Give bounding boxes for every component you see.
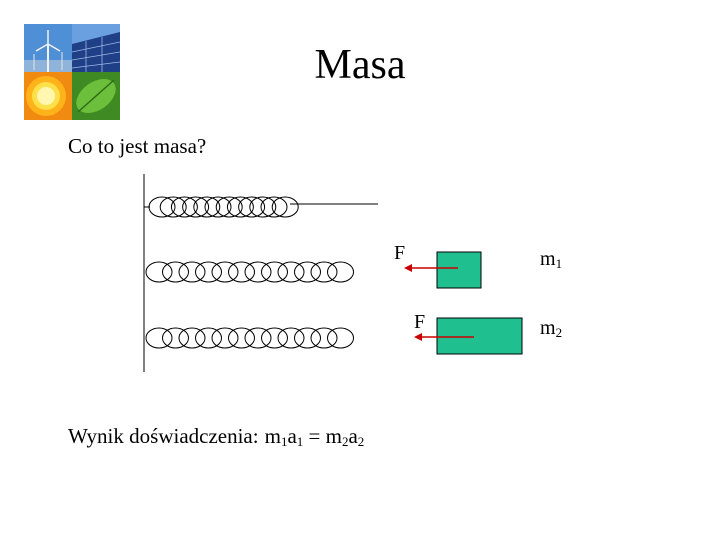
- spring-coil: [159, 196, 187, 218]
- spring-coil: [260, 196, 288, 218]
- spring-coil: [204, 196, 232, 218]
- spring-coil: [145, 261, 173, 283]
- spring-coil: [238, 196, 266, 218]
- block-m1: [436, 251, 482, 289]
- logo-collage: [24, 24, 120, 120]
- spring-coil: [162, 327, 189, 349]
- spring-coil: [249, 196, 277, 218]
- spring-coil: [211, 261, 239, 283]
- spring-coil: [178, 327, 206, 349]
- force-arrow-1: [404, 264, 458, 272]
- spring-coil: [182, 196, 210, 218]
- spring-coil: [226, 196, 254, 218]
- spring-coil: [261, 261, 288, 283]
- result-prefix: Wynik doświadczenia:: [68, 424, 259, 448]
- spring-coil: [294, 327, 321, 349]
- spring-coil: [228, 327, 255, 349]
- spring-coil: [277, 261, 305, 283]
- spring-coil: [277, 327, 305, 349]
- question-text: Co to jest masa?: [68, 134, 207, 158]
- spring-coil: [261, 327, 288, 349]
- spring-coil: [195, 261, 222, 283]
- mass-label-1: m1: [540, 248, 563, 271]
- spring-bottom: [145, 327, 354, 349]
- spring-coil: [145, 327, 173, 349]
- spring-top: [144, 196, 378, 218]
- spring-coil: [148, 196, 176, 218]
- spring-coil: [215, 196, 243, 218]
- block-m2: [436, 317, 523, 355]
- result-equation: Wynik doświadczenia:m1a1 = m2a2: [68, 424, 365, 449]
- spring-coil: [162, 261, 189, 283]
- spring-coil: [178, 261, 206, 283]
- spring-coil: [310, 327, 338, 349]
- spring-coil: [170, 196, 198, 218]
- spring-coil: [310, 261, 338, 283]
- force-label-1: F: [394, 242, 406, 264]
- spring-coil: [195, 327, 222, 349]
- wind-turbine-icon: [24, 24, 72, 72]
- leaf-icon: [72, 72, 120, 120]
- spring-coil: [327, 327, 354, 349]
- spring-middle: [145, 261, 354, 283]
- mass-label-2: m2: [540, 317, 563, 340]
- spring-coil: [271, 196, 299, 218]
- spring-coil: [327, 261, 354, 283]
- spring-coil: [193, 196, 221, 218]
- sun-icon: [24, 72, 72, 120]
- solar-panel-icon: [71, 24, 120, 72]
- slide-title: Masa: [314, 42, 406, 88]
- spring-coil: [211, 327, 239, 349]
- spring-coil: [244, 261, 272, 283]
- spring-coil: [228, 261, 255, 283]
- force-label-2: F: [414, 311, 426, 333]
- force-arrow-2: [414, 333, 474, 341]
- spring-coil: [244, 327, 272, 349]
- spring-coil: [294, 261, 321, 283]
